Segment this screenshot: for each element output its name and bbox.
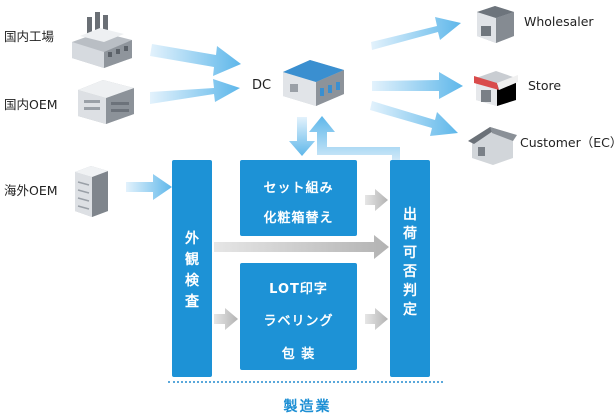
label-dc: DC	[252, 78, 272, 93]
label-domestic-oem: 国内OEM	[4, 97, 58, 112]
label-store: Store	[528, 78, 562, 93]
factory-icon	[72, 12, 132, 68]
set-assembly-box: セット組み 化粧箱替え	[240, 160, 357, 236]
inspection-box: 外 観 検 査	[172, 160, 212, 377]
label-customer: Customer（EC）	[520, 135, 615, 150]
arrow-dc-down	[289, 117, 315, 156]
arrow-inspection-to-judgment	[214, 235, 389, 259]
manufacturing-bracket	[168, 381, 443, 383]
oem-building-icon	[78, 80, 134, 124]
arrow-oem-to-dc	[150, 79, 240, 104]
arrow-factory-to-dc	[150, 44, 241, 76]
label-wholesaler: Wholesaler	[524, 14, 594, 29]
wholesaler-building-icon	[477, 6, 514, 43]
arrow-dc-to-wholesaler	[371, 17, 461, 50]
arrow-dc-to-customer	[370, 101, 458, 136]
label-domestic-factory: 国内工場	[4, 29, 55, 44]
store-icon	[474, 71, 518, 106]
shipment-judgment-box: 出 荷 可 否 判 定	[390, 160, 430, 377]
set-assembly-line2: 化粧箱替え	[263, 211, 334, 226]
arrow-set-to-judgment	[365, 189, 388, 211]
shipment-judgment-label: 出 荷 可 否 判 定	[403, 207, 417, 318]
arrow-lot-to-judgment	[365, 308, 388, 330]
set-assembly-line1: セット組み	[263, 181, 334, 196]
manufacturing-label: 製造業	[283, 399, 332, 415]
dc-warehouse-icon	[283, 60, 344, 106]
lot-labeling-box: LOT印字 ラベリング 包 装	[240, 263, 357, 370]
lot-labeling-line3: 包 装	[281, 347, 316, 362]
lot-labeling-line2: ラベリング	[263, 314, 334, 329]
arrow-return-to-dc	[309, 116, 400, 160]
label-overseas-oem: 海外OEM	[4, 183, 58, 198]
arrow-inspection-to-lot	[214, 308, 238, 330]
arrow-overseas-to-inspection	[126, 174, 172, 200]
arrow-dc-to-store	[372, 72, 463, 99]
overseas-building-icon	[75, 166, 108, 217]
inspection-label: 外 観 検 査	[185, 231, 199, 310]
house-icon	[468, 127, 517, 165]
lot-labeling-line1: LOT印字	[269, 282, 328, 297]
